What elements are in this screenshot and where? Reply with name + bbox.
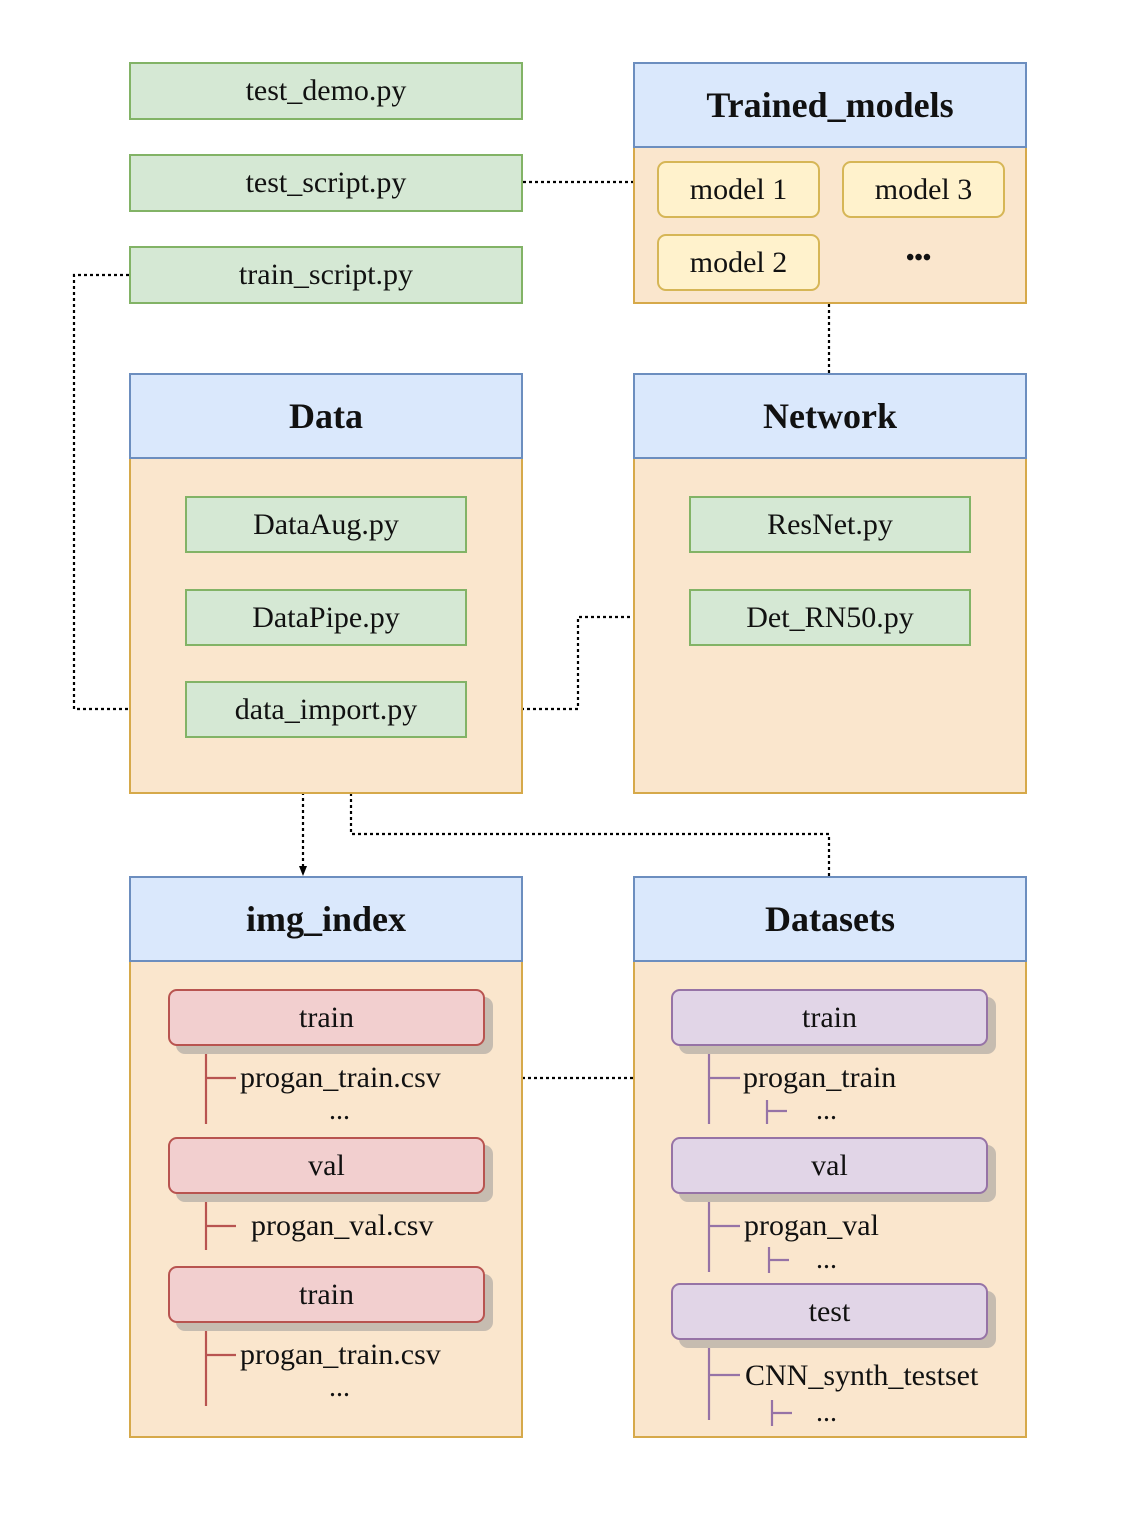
network-header: Network bbox=[633, 373, 1027, 459]
datasets-cnn-synth-testset[interactable]: CNN_synth_testset bbox=[745, 1359, 979, 1392]
datasets-train-ellipsis: ... bbox=[816, 1095, 837, 1126]
datasets-val-folder[interactable]: val bbox=[671, 1137, 988, 1194]
datasets-header: Datasets bbox=[633, 876, 1027, 962]
more-models-ellipsis: ••• bbox=[906, 245, 932, 271]
det-rn50-file[interactable]: Det_RN50.py bbox=[689, 589, 971, 646]
img-index-header: img_index bbox=[129, 876, 523, 962]
data-import-file[interactable]: data_import.py bbox=[185, 681, 467, 738]
test-script-file[interactable]: test_script.py bbox=[129, 154, 523, 212]
img-index-train-ellipsis: ... bbox=[329, 1095, 350, 1126]
img-index-train-folder-2[interactable]: train bbox=[168, 1266, 485, 1323]
model-3-box[interactable]: model 3 bbox=[842, 161, 1005, 218]
trained-models-header: Trained_models bbox=[633, 62, 1027, 148]
model-2-box[interactable]: model 2 bbox=[657, 234, 820, 291]
datasets-test-folder[interactable]: test bbox=[671, 1283, 988, 1340]
datapipe-file[interactable]: DataPipe.py bbox=[185, 589, 467, 646]
data-header: Data bbox=[129, 373, 523, 459]
img-index-val-folder[interactable]: val bbox=[168, 1137, 485, 1194]
img-index-train-csv[interactable]: progan_train.csv bbox=[240, 1061, 441, 1094]
img-index-train-folder[interactable]: train bbox=[168, 989, 485, 1046]
img-index-train-csv-2[interactable]: progan_train.csv bbox=[240, 1338, 441, 1371]
img-index-train-ellipsis-2: ... bbox=[329, 1372, 350, 1403]
datasets-val-ellipsis: ... bbox=[816, 1244, 837, 1275]
datasets-progan-val[interactable]: progan_val bbox=[744, 1209, 879, 1242]
img-index-val-csv[interactable]: progan_val.csv bbox=[251, 1209, 434, 1242]
datasets-train-folder[interactable]: train bbox=[671, 989, 988, 1046]
train-script-file[interactable]: train_script.py bbox=[129, 246, 523, 304]
test-demo-file[interactable]: test_demo.py bbox=[129, 62, 523, 120]
resnet-file[interactable]: ResNet.py bbox=[689, 496, 971, 553]
datasets-test-ellipsis: ... bbox=[816, 1397, 837, 1428]
dataaug-file[interactable]: DataAug.py bbox=[185, 496, 467, 553]
datasets-progan-train[interactable]: progan_train bbox=[743, 1061, 897, 1094]
model-1-box[interactable]: model 1 bbox=[657, 161, 820, 218]
connector-train-script-to-data-import bbox=[72, 273, 185, 713]
